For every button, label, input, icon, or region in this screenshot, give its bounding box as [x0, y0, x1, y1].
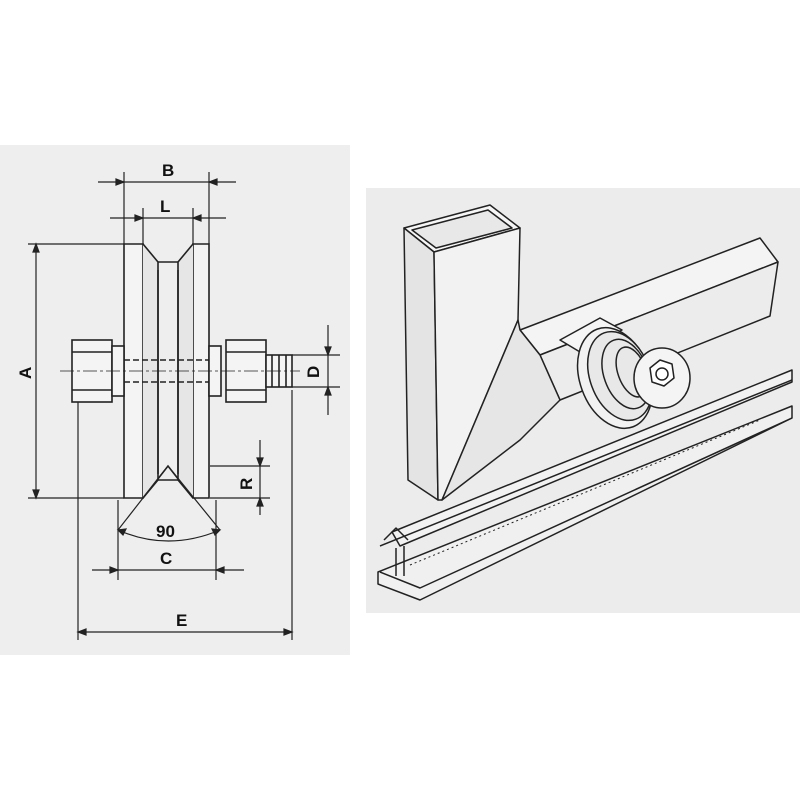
angle-arc	[116, 465, 222, 542]
dimension-label-a: A	[16, 367, 35, 379]
i-beam-rail	[377, 369, 793, 601]
dimension-c-line	[92, 500, 244, 580]
dimension-a-line	[28, 242, 124, 500]
angle-label-90: 90	[156, 522, 175, 541]
axle-bolt	[60, 339, 300, 403]
dimension-e-line	[76, 390, 294, 640]
dimension-label-c: C	[160, 549, 172, 568]
dimension-label-l: L	[160, 197, 170, 216]
dimension-l-line	[110, 208, 226, 244]
dimension-label-r: R	[237, 478, 256, 490]
dimension-label-d: D	[304, 366, 323, 378]
hex-nut-icon	[633, 347, 691, 409]
dimension-d-line	[292, 325, 340, 415]
dimension-r-line	[210, 440, 270, 515]
dimension-b-line	[98, 172, 236, 244]
vertical-tube-post	[403, 204, 521, 501]
dimension-label-e: E	[176, 611, 187, 630]
dimension-label-b: B	[162, 161, 174, 180]
